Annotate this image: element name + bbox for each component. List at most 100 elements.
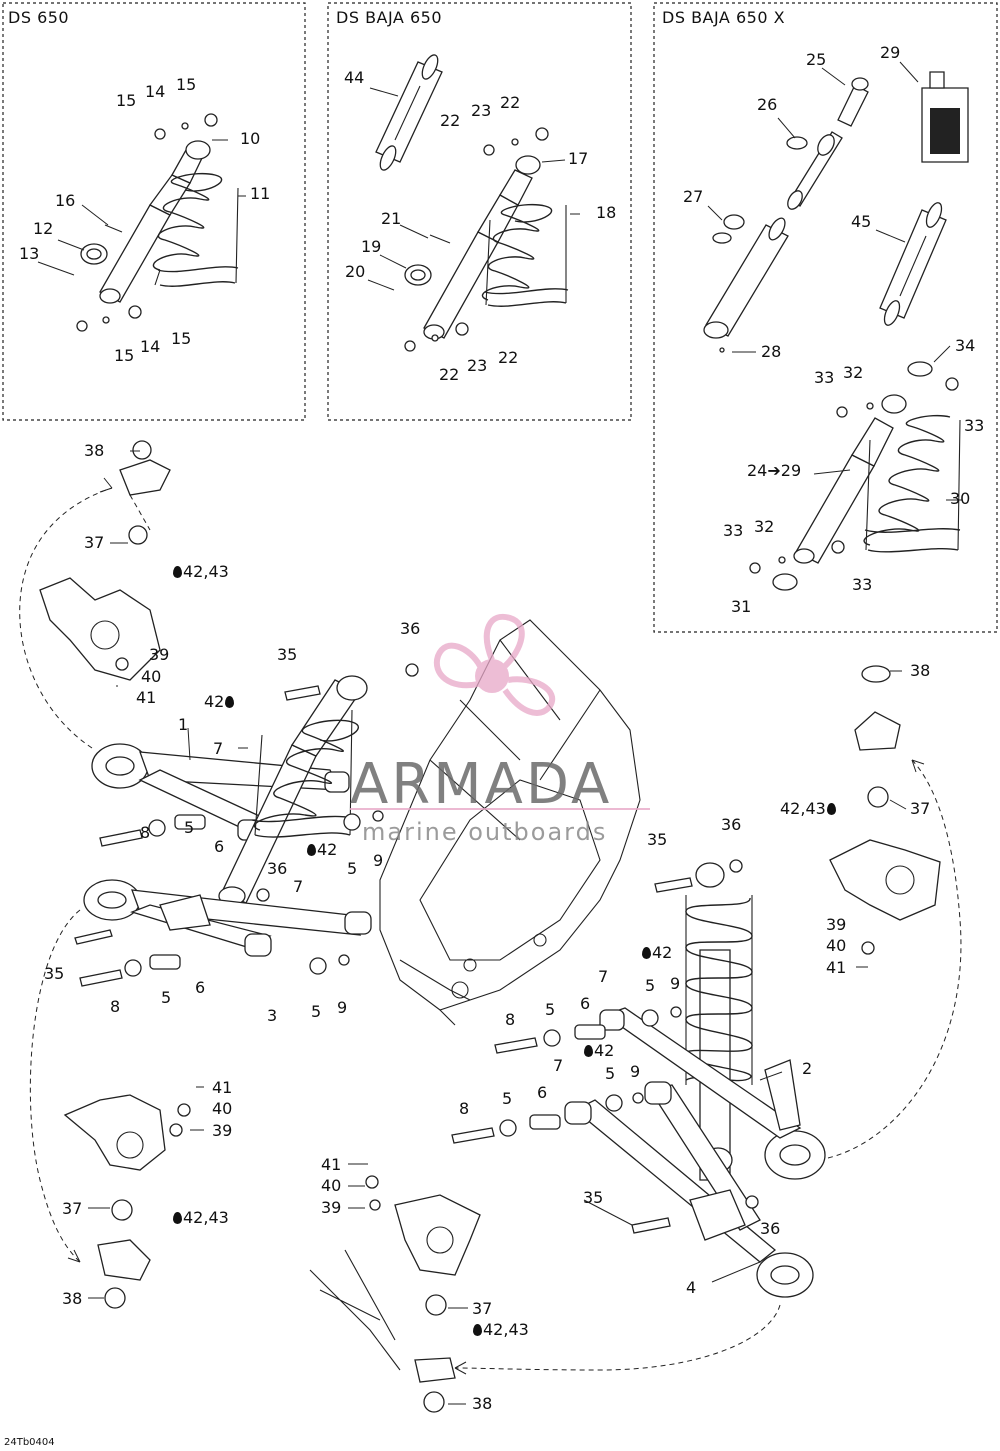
callout: 22: [439, 365, 460, 384]
panel-title-ds-baja: DS BAJA 650: [336, 8, 442, 27]
callout: 30: [950, 489, 971, 508]
left-hardware: [74, 663, 419, 987]
callout: 31: [731, 597, 752, 616]
callout: 40: [212, 1099, 233, 1118]
callout: 11: [250, 184, 271, 203]
callout: 41: [212, 1078, 233, 1097]
callout: 10: [240, 129, 261, 148]
callout: 9: [373, 851, 384, 870]
watermark-tagline: marine outboards: [362, 818, 608, 846]
callout: 35: [583, 1188, 604, 1207]
callout: 9: [630, 1062, 641, 1081]
callout: 36: [721, 815, 742, 834]
lower-knuckle-left: [63, 1094, 191, 1309]
callout: 15: [176, 75, 197, 94]
callout: 15: [171, 329, 192, 348]
callout: 6: [537, 1083, 548, 1102]
callout: 33: [964, 416, 985, 435]
drawing-code: 24Tb0404: [4, 1437, 55, 1448]
bajax-reservoir: [879, 202, 947, 326]
arrowhead-upper-right: [911, 759, 925, 773]
lower-a-arm-left: [83, 879, 372, 957]
callout: 5: [645, 976, 656, 995]
arrow-lower-left: [29, 909, 81, 1263]
callout: 8: [505, 1010, 516, 1029]
callout: 40: [826, 936, 847, 955]
callout: 38: [62, 1289, 83, 1308]
callout: 26: [757, 95, 778, 114]
bajax-spring: [863, 414, 961, 553]
callout: 7: [293, 877, 304, 896]
lube-drop-icon: [826, 803, 836, 815]
callout: 37: [62, 1199, 83, 1218]
callout: 32: [843, 363, 864, 382]
callout: 39: [149, 645, 170, 664]
callout: 27: [683, 187, 704, 206]
callout: 20: [345, 262, 366, 281]
bajax-shock-assembled: [749, 361, 959, 591]
callout: 29: [880, 43, 901, 62]
lube-drop-icon: [173, 1212, 182, 1224]
ds650-spring: [152, 172, 239, 287]
ds650-shock: [76, 113, 218, 332]
leader-lines: [37, 61, 962, 1405]
lube-drop-icon: [225, 696, 235, 708]
callout: 7: [213, 739, 224, 758]
bajax-oil-bottle: [921, 71, 969, 163]
callout: 17: [568, 149, 589, 168]
callout: 38: [472, 1394, 493, 1413]
callout: 41: [136, 688, 157, 707]
callout: 40: [321, 1176, 342, 1195]
arrowhead-upper-left: [99, 477, 113, 493]
callout: 25: [806, 50, 827, 69]
arrowhead-lower-right: [454, 1361, 467, 1375]
callout-with-lube-icon: 42,43: [172, 1210, 229, 1226]
arrowhead-lower-left: [67, 1249, 81, 1263]
callout: 33: [723, 521, 744, 540]
callout: 33: [852, 575, 873, 594]
callout: 19: [361, 237, 382, 256]
callout: 34: [955, 336, 976, 355]
lube-drop-icon: [642, 947, 651, 959]
callout: 35: [277, 645, 298, 664]
callout: 39: [212, 1121, 233, 1140]
callout: 7: [553, 1056, 564, 1075]
callout: 5: [347, 859, 358, 878]
callout: 45: [851, 212, 872, 231]
callout-with-lube-icon: 42,43: [172, 564, 229, 580]
callout: 12: [33, 219, 54, 238]
callout: 7: [598, 967, 609, 986]
callout: 14: [140, 337, 161, 356]
callout: 18: [596, 203, 617, 222]
callout: 9: [670, 974, 681, 993]
callout: 36: [267, 859, 288, 878]
panel-title-ds650: DS 650: [8, 8, 70, 27]
callout: 9: [337, 998, 348, 1017]
lube-drop-icon: [584, 1045, 593, 1057]
lube-drop-icon: [173, 566, 182, 578]
callout-with-lube-icon: 42,43: [780, 801, 837, 817]
callout: 39: [826, 915, 847, 934]
lower-a-arm-right: [564, 1081, 814, 1298]
callout: 44: [344, 68, 365, 87]
callout: 32: [754, 517, 775, 536]
callout: 4: [686, 1278, 697, 1297]
callout: 6: [580, 994, 591, 1013]
callout: 21: [381, 209, 402, 228]
callout: 8: [459, 1099, 470, 1118]
panel-ds650-box: [2, 2, 306, 421]
arrow-lower-right: [454, 1304, 781, 1371]
callout: 5: [184, 818, 195, 837]
lube-drop-icon: [307, 844, 316, 856]
callout: 13: [19, 244, 40, 263]
callout: 38: [910, 661, 931, 680]
callout: 16: [55, 191, 76, 210]
baja-shock: [404, 127, 549, 352]
callout: 22: [440, 111, 461, 130]
callout: 14: [145, 82, 166, 101]
callout: 23: [467, 356, 488, 375]
callout: 40: [141, 667, 162, 686]
callout: 5: [605, 1064, 616, 1083]
callout: 28: [761, 342, 782, 361]
